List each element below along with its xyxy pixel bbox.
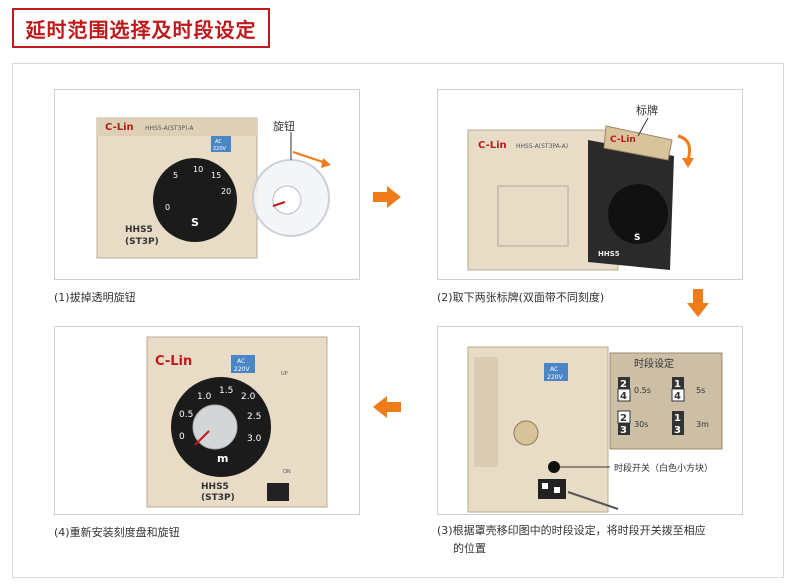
setting-digit: 1: [674, 379, 681, 390]
vent-strip: [474, 357, 498, 467]
knob-pointer: [272, 201, 286, 207]
step1-caption: (1)拔掉透明旋钮: [54, 291, 136, 304]
dial-mark: 2.0: [241, 392, 256, 402]
step4-illustration: C-Lin AC 220V UP ON 1.0 1.5 2.0 0.5 2.5 …: [146, 336, 328, 508]
step2-photo: C-Lin HHS5-A(ST3PA-A) C-Lin S HHS5 标牌: [437, 89, 743, 280]
knob-pointer: [194, 430, 210, 446]
arrow-left-icon: [373, 396, 401, 418]
dial-mark: 0: [165, 203, 170, 212]
flip-arrowhead: [682, 158, 694, 168]
dial: [153, 158, 237, 242]
step3-caption-line2: 的位置: [453, 542, 486, 555]
setting-digit: 4: [620, 391, 627, 402]
supply-text-a: AC: [550, 366, 558, 373]
step2-illustration: C-Lin HHS5-A(ST3PA-A) C-Lin S HHS5 标牌: [467, 103, 694, 271]
page-title: 延时范围选择及时段设定: [25, 17, 257, 42]
setting-item: 1 4 5s: [671, 377, 705, 402]
setting-label: 30s: [634, 420, 648, 429]
model-label: HHS5-A(ST3PA-A): [516, 143, 568, 150]
knob-center: [272, 185, 302, 215]
product-name: HHS5: [201, 482, 229, 492]
step1-photo: C-Lin HHS5-A(ST3P)-A AC 220V 5 10 15 20 …: [54, 89, 360, 280]
setting-label: 5s: [696, 386, 705, 395]
dial-mark: 1.0: [197, 392, 212, 402]
brand-logo: C-Lin: [105, 122, 134, 133]
dial-mark: 0.5: [179, 410, 193, 420]
switch-block: [542, 483, 548, 489]
supply-text-b: 220V: [213, 146, 227, 152]
supply-badge: [544, 363, 568, 381]
label-plate: [603, 125, 673, 161]
setting-digit: 2: [620, 413, 627, 424]
supply-text-b: 220V: [234, 366, 250, 373]
setting-label: 3m: [696, 420, 709, 429]
dial-mark: 10: [193, 165, 203, 174]
product-subname: (ST3P): [201, 493, 235, 503]
title-box: 延时范围选择及时段设定: [12, 8, 270, 48]
product-subname: (ST3P): [125, 237, 159, 247]
housing-top: [97, 118, 257, 136]
callout-label: 标牌: [636, 103, 658, 117]
setting-digit: 3: [674, 425, 681, 436]
step4-caption: (4)重新安装刻度盘和旋钮: [54, 526, 180, 539]
step4-photo: C-Lin AC 220V UP ON 1.0 1.5 2.0 0.5 2.5 …: [54, 326, 360, 515]
product-name: HHS5: [598, 250, 620, 258]
setting-digit: 4: [674, 391, 681, 402]
switch-hole: [548, 461, 560, 473]
setting-digit: 1: [674, 413, 681, 424]
setting-digit: 2: [620, 379, 627, 390]
adjust-shaft: [513, 420, 539, 446]
step2-caption: (2)取下两张标牌(双面带不同刻度): [437, 291, 605, 304]
range-switch: [267, 483, 289, 501]
step3-caption-line1: (3)根据罩壳移印图中的时段设定，将时段开关拨至相应: [437, 524, 706, 537]
on-label: ON: [283, 469, 291, 475]
arrow-right-icon: [373, 186, 401, 208]
step3-caption: (3)根据罩壳移印图中的时段设定，将时段开关拨至相应 的位置: [437, 522, 777, 558]
supply-badge: [231, 355, 255, 373]
flip-arrow: [677, 134, 692, 161]
product-name: HHS5: [125, 225, 153, 235]
main-panel: C-Lin HHS5-A(ST3P)-A AC 220V 5 10 15 20 …: [12, 63, 784, 578]
step3-photo: AC 220V 时段开关（白色小方块） 时段设定 2 4 0.5s 1: [437, 326, 743, 515]
setting-item: 2 4 0.5s: [617, 377, 651, 402]
dial-mark: 2.5: [247, 412, 261, 422]
up-label: UP: [281, 371, 288, 377]
supply-text-b: 220V: [547, 374, 563, 381]
setting-digit: 3: [620, 425, 627, 436]
settings-title: 时段设定: [634, 357, 674, 370]
rotation-arrowhead: [321, 158, 331, 168]
rotation-arrow: [292, 151, 324, 163]
setting-item: 2 3 30s: [617, 410, 648, 436]
transparent-knob: [192, 404, 238, 450]
callout-line: [637, 117, 649, 137]
supply-text-a: AC: [237, 358, 245, 365]
dial-mark: 0: [179, 432, 185, 442]
dial: [608, 184, 668, 244]
callout-label: 旋钮: [273, 119, 295, 133]
brand-logo: C-Lin: [155, 354, 192, 369]
arrow-down-icon: [687, 289, 709, 317]
dial-unit: m: [217, 452, 228, 465]
setting-label: 0.5s: [634, 386, 651, 395]
supply-badge: [211, 136, 231, 152]
switch-block: [554, 487, 560, 493]
wiring-diagram: [497, 185, 569, 247]
dial-mark: 20: [221, 187, 231, 196]
dial-mark: 3.0: [247, 434, 262, 444]
dial-unit: S: [191, 216, 199, 229]
step3-illustration: AC 220V 时段开关（白色小方块） 时段设定 2 4 0.5s 1: [467, 346, 723, 513]
setting-item: 1 3 3m: [672, 411, 709, 436]
plate-brand: C-Lin: [610, 135, 636, 145]
supply-text-a: AC: [215, 139, 222, 145]
dial-mark: 15: [211, 171, 221, 180]
brand-logo: C-Lin: [478, 140, 507, 151]
model-label: HHS5-A(ST3P)-A: [145, 125, 194, 132]
dial-unit: S: [634, 233, 640, 243]
callout-label: 时段开关（白色小方块）: [614, 462, 713, 474]
dial-mark: 5: [173, 171, 178, 180]
step1-illustration: C-Lin HHS5-A(ST3P)-A AC 220V 5 10 15 20 …: [96, 117, 331, 259]
screwdriver: [567, 491, 619, 510]
dial-mark: 1.5: [219, 386, 233, 396]
